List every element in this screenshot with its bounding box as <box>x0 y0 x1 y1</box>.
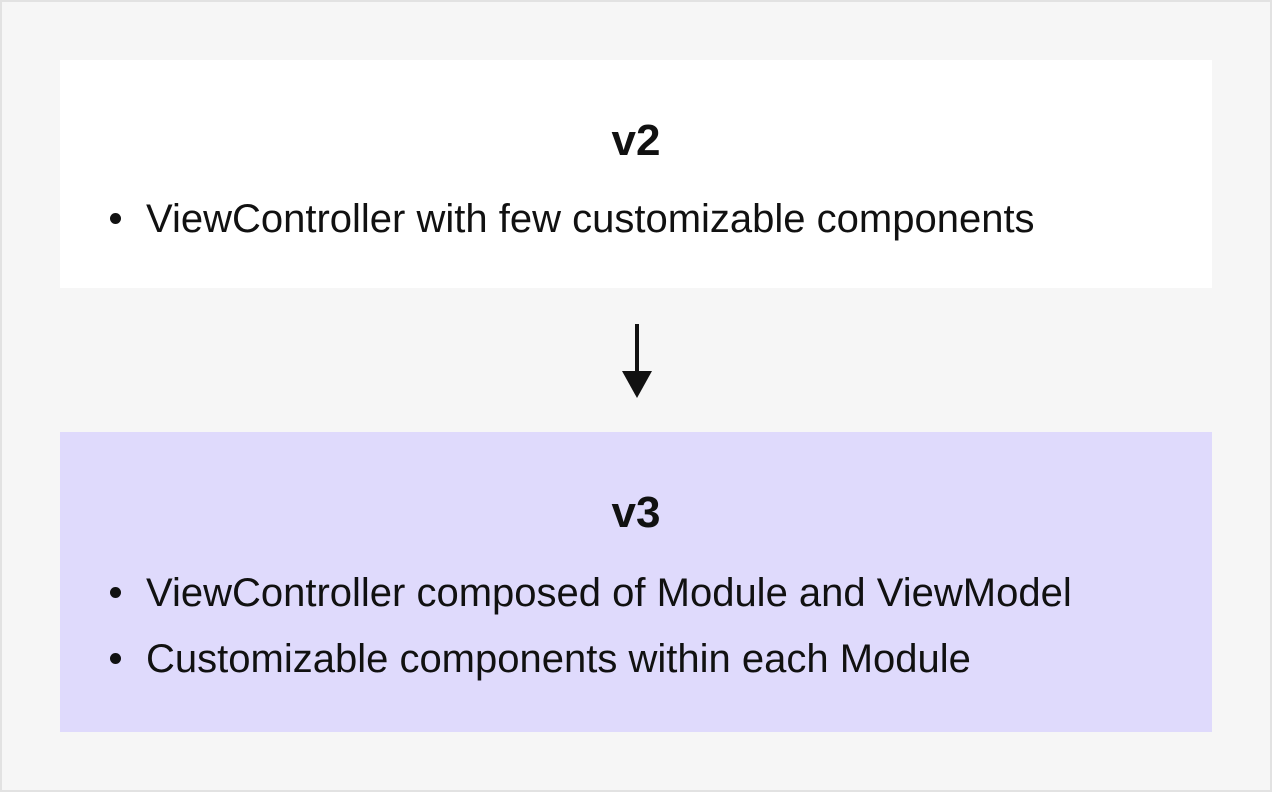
arrow-down-icon <box>622 324 652 398</box>
v3-title: v3 <box>611 488 661 537</box>
v3-box: v3 ViewController composed of Module and… <box>60 432 1212 732</box>
bullet-dot-icon <box>110 653 121 664</box>
bullet-dot-icon <box>110 213 121 224</box>
v3-bullet-item: ViewController composed of Module and Vi… <box>60 568 1212 634</box>
v3-bullet-text: Customizable components within each Modu… <box>146 637 971 681</box>
v2-title: v2 <box>611 116 661 165</box>
arrow-head <box>622 371 652 398</box>
v3-bullet-text: ViewController composed of Module and Vi… <box>146 571 1072 615</box>
v2-bullet-list: ViewController with few customizable com… <box>60 194 1212 260</box>
v3-bullet-item: Customizable components within each Modu… <box>60 634 1212 700</box>
v3-bullet-list: ViewController composed of Module and Vi… <box>60 568 1212 700</box>
bullet-dot-icon <box>110 587 121 598</box>
v2-bullet-item: ViewController with few customizable com… <box>60 194 1212 260</box>
v2-bullet-text: ViewController with few customizable com… <box>146 197 1035 241</box>
v2-box: v2 ViewController with few customizable … <box>60 60 1212 288</box>
